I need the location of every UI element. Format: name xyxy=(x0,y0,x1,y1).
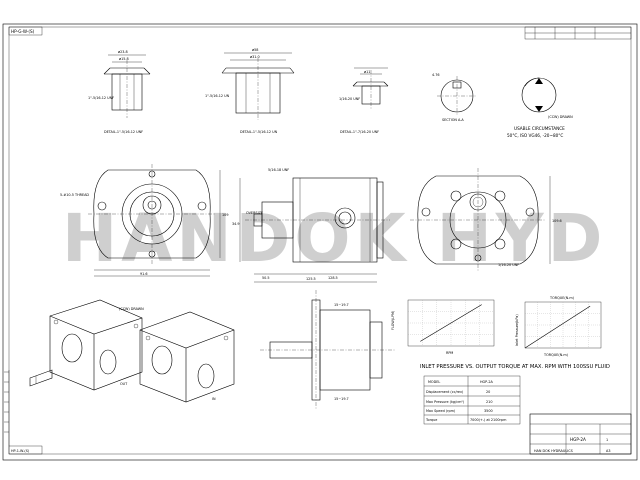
svg-text:ø58: ø58 xyxy=(252,48,258,52)
bottom-side-view: 15~19.7 15~19.7 xyxy=(260,290,396,410)
detail-1-drawing: ø15.8 ø23.8 1"-5/16-12 UNF xyxy=(88,50,151,118)
chart2-grid xyxy=(525,302,601,348)
svg-text:ø31.0: ø31.0 xyxy=(250,55,260,59)
detail-1-label: DETAIL-1"-5/16-12 UNF xyxy=(104,130,143,134)
outer-border xyxy=(2,23,638,461)
svg-text:ø23.8: ø23.8 xyxy=(118,50,128,54)
spec-row-2-value: 210 xyxy=(486,400,492,404)
detail-3-drawing: ø11 1/16-20 UNF xyxy=(339,67,389,110)
dim-rear-thread: 1/16-20 UNF xyxy=(498,263,519,267)
zone-scale-left xyxy=(4,370,10,446)
chart1-series-line xyxy=(420,304,482,342)
svg-text:1"-5/16-12 UN: 1"-5/16-12 UN xyxy=(205,94,230,98)
spec-row-3-value: 3500 xyxy=(484,409,493,413)
svg-text:OUT: OUT xyxy=(120,382,128,386)
svg-text:ø15.8: ø15.8 xyxy=(119,57,129,61)
svg-text:1/16-20 UNF: 1/16-20 UNF xyxy=(339,97,360,101)
side-view-middle: 5/16-18 UNF OVERSIZE 125.5 50.5 128.5 34… xyxy=(232,168,390,283)
section-aa-drawing: 4.76 xyxy=(432,73,477,116)
spec-row-1-value: 20 xyxy=(486,390,490,394)
dim-flange: 50.5 xyxy=(262,276,270,280)
title-block-company: HAN DOK HYDRAULICS xyxy=(534,449,573,453)
chart-pressure-vs-torque: TORQUE(N.m) Inlet Pressure(kPa) TORQUE(N… xyxy=(515,296,602,357)
revision-block xyxy=(524,26,632,40)
iso-rotation-label: (CCW) DRAWN xyxy=(119,307,144,311)
section-aa-label: SECTION A-A xyxy=(442,118,464,122)
chart1-grid xyxy=(408,300,494,346)
svg-text:15~19.7: 15~19.7 xyxy=(334,303,349,307)
spec-row-4-value: 7000(+-) at 2100rpm xyxy=(470,418,507,422)
chart1-ylabel: FLOW(LPM) xyxy=(391,310,395,330)
chart2-title: TORQUE(N.m) xyxy=(549,296,575,300)
spec-row-3-label: Max Speed (rpm) xyxy=(426,409,456,413)
port-label-left: 5-#10-5 THREAD xyxy=(60,193,89,197)
usable-title: USABLE CIRCUMSTANCE xyxy=(514,126,565,131)
dim-port-thread: 5/16-18 UNF xyxy=(268,168,289,172)
svg-text:128.5: 128.5 xyxy=(328,276,338,280)
iso-view-2: IN xyxy=(139,311,235,403)
title-block: HGP-2A HAN DOK HYDRAULICS A3 1 xyxy=(529,413,632,455)
detail-3-label: DETAIL-1"-7/16-20 UNF xyxy=(340,130,379,134)
spec-table: MODEL HGP-2A Displacement (cc/rev) 20 Ma… xyxy=(423,375,521,425)
rear-view-right: 1/16-20 UNF 109.6 xyxy=(410,168,562,272)
rotation-direction-symbol xyxy=(521,77,557,113)
spec-row-4-label: Torque xyxy=(425,418,437,422)
iso-view-1: OUT xyxy=(29,299,143,391)
usable-line: 50°C, ISO VG46, -20~80°C xyxy=(507,133,563,138)
front-view-left: 91.6 109 xyxy=(88,164,228,277)
chart2-series-line xyxy=(524,305,591,349)
chart-flow-vs-rpm: FLOW(LPM) RPM xyxy=(391,299,495,355)
svg-text:109: 109 xyxy=(222,213,228,217)
inner-border xyxy=(8,26,632,455)
svg-text:ø11: ø11 xyxy=(364,70,370,74)
title-block-sheet: A3 xyxy=(606,449,610,453)
spec-row-2-label: Max Pressure (kg/cm²) xyxy=(426,400,465,404)
dim-overall: 125.5 xyxy=(306,277,316,281)
dim-height: 34.9 xyxy=(232,222,240,226)
drawing-number-box-top xyxy=(8,26,43,36)
svg-text:IN: IN xyxy=(212,397,216,401)
spec-header-model: MODEL xyxy=(428,380,440,384)
spec-row-1-label: Displacement (cc/rev) xyxy=(426,390,464,394)
svg-text:91.6: 91.6 xyxy=(140,272,148,276)
svg-text:15~19.7: 15~19.7 xyxy=(334,397,349,401)
drawing-number-box-bottom xyxy=(8,445,43,455)
drawing-number-bottom: HP-1-W-(S) xyxy=(11,449,30,453)
chart2-xlabel: TORQUE(N.m) xyxy=(543,353,569,357)
title-block-dwg-title: HGP-2A xyxy=(570,437,586,442)
svg-text:OVERSIZE: OVERSIZE xyxy=(246,211,263,215)
svg-text:1"-5/16-12 UNF: 1"-5/16-12 UNF xyxy=(88,96,114,100)
drawing-number-top: HP-G-W-(S) xyxy=(11,29,35,34)
rotation-label: (CCW) DRAWN xyxy=(548,115,573,119)
dim-rear-height: 109.6 xyxy=(552,219,562,223)
chart1-xlabel: RPM xyxy=(446,351,453,355)
watermark: HANDOK HYD xyxy=(62,200,606,277)
chart2-ylabel: Inlet Pressure(kPa) xyxy=(515,314,519,346)
svg-text:4.76: 4.76 xyxy=(432,73,440,77)
detail-2-label: DETAIL-1"-5/16-12 UN xyxy=(240,130,278,134)
detail-2-drawing: ø31.0 ø58 1"-5/16-12 UN xyxy=(205,48,295,120)
spec-header-value: HGP-2A xyxy=(480,380,494,384)
chart-caption: INLET PRESSURE VS. OUTPUT TORQUE AT MAX.… xyxy=(420,364,610,370)
title-block-revision: 1 xyxy=(606,438,608,442)
